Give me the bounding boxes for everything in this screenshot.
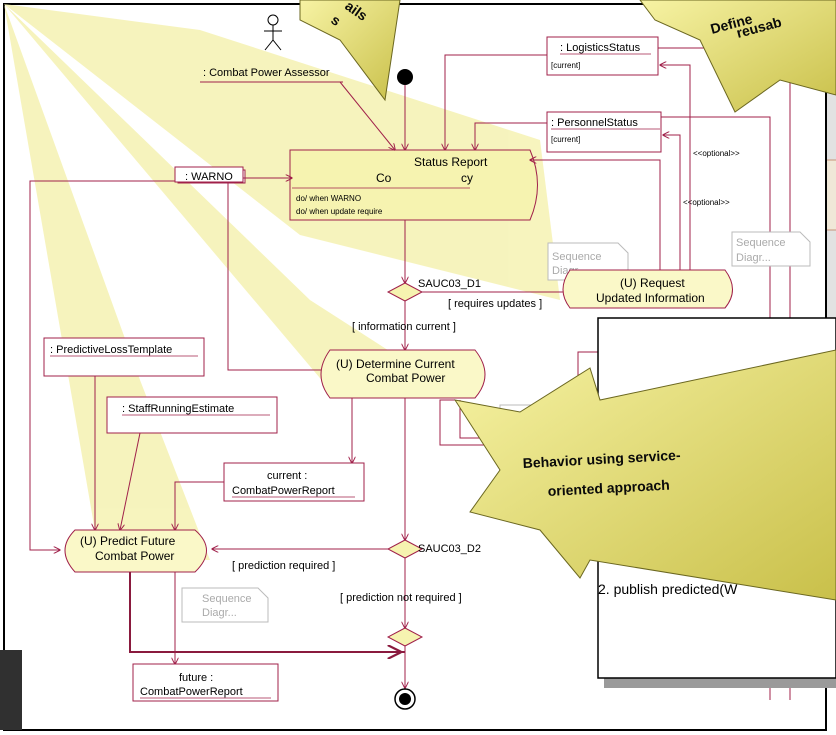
warno-object: : WARNO <box>174 166 246 184</box>
callout-top-left: ails s <box>299 0 401 102</box>
status-report-activity: Status Report Co cy do/ when WARNO do/ w… <box>292 155 488 216</box>
decision-d2-label: SAUC03_D2 <box>418 543 481 555</box>
sequence-note-2-line1: Sequence <box>736 237 786 249</box>
staff-running-estimate-name: : StaffRunningEstimate <box>122 403 234 415</box>
future-report-line2: CombatPowerReport <box>140 686 243 698</box>
flow-warno-to-predict <box>29 180 175 550</box>
request-info-activity: (U) Request Updated Information <box>562 269 733 309</box>
status-report-title-line2: Co <box>376 171 392 185</box>
flow-logistics-to-status <box>445 54 547 150</box>
guard-information-current: [ information current ] <box>352 321 456 333</box>
flow-request-to-personnel <box>663 135 681 270</box>
request-info-line2: Updated Information <box>596 291 705 305</box>
request-info-line1: (U) Request <box>620 276 685 290</box>
guard-requires-updates: [ requires updates ] <box>448 298 542 310</box>
actor-combat-power-assessor: : Combat Power Assessor <box>200 14 343 83</box>
optional-stereotype-1: <<optional>> <box>693 149 740 158</box>
flow-actor-to-status <box>339 81 395 150</box>
status-report-highlight <box>289 149 538 221</box>
callout-top-right: Define reusab <box>639 0 836 113</box>
status-report-do1: do/ when WARNO <box>296 194 361 203</box>
sequence-note-2-line2: Diagr... <box>736 252 771 264</box>
sequence-note-3-line2: Diagr... <box>202 607 237 619</box>
flow-request-back-to-status <box>530 160 661 270</box>
guard-prediction-not-required: [ prediction not required ] <box>340 592 462 604</box>
callout-center: Behavior using service- oriented approac… <box>453 349 836 601</box>
sequence-note-2: Sequence Diagr... <box>731 231 811 267</box>
optional-stereotype-2: <<optional>> <box>683 198 730 207</box>
flow-current-report-to-predict <box>175 481 224 530</box>
flow-warno-to-determine <box>227 183 330 370</box>
determine-power-line1: (U) Determine Current <box>336 357 455 371</box>
logistics-status-object: : LogisticsStatus [current] <box>546 36 659 76</box>
current-report-line1: current : <box>267 470 307 482</box>
sequence-note-1-line1: Sequence <box>552 251 602 263</box>
highlight-fan <box>4 4 560 560</box>
logistics-status-name: : LogisticsStatus <box>560 42 641 54</box>
predict-power-line1: (U) Predict Future <box>80 534 176 548</box>
determine-power-line2: Combat Power <box>366 371 445 385</box>
overlay-text: 2. publish predicted(W <box>598 581 738 597</box>
personnel-status-object: : PersonnelStatus [current] <box>546 111 662 153</box>
status-report-do2: do/ when update require <box>296 207 383 216</box>
personnel-status-state: [current] <box>551 135 580 144</box>
predict-power-activity: (U) Predict Future Combat Power <box>64 529 207 573</box>
personnel-status-name: : PersonnelStatus <box>551 117 638 129</box>
staff-running-estimate-object: : StaffRunningEstimate <box>106 396 278 434</box>
current-combat-power-report-object: current : CombatPowerReport <box>223 462 365 502</box>
initial-node <box>397 69 413 85</box>
future-combat-power-report-object: future : CombatPowerReport <box>132 663 279 702</box>
flow-estimate-to-predict <box>120 432 141 530</box>
flow-personnel-to-status <box>475 122 547 150</box>
status-report-title-line2b: cy <box>461 171 473 185</box>
final-node <box>394 688 416 710</box>
current-report-line2: CombatPowerReport <box>232 485 335 497</box>
status-report-title: Status Report <box>414 155 488 169</box>
sequence-note-3-line1: Sequence <box>202 593 252 605</box>
predictive-loss-template-object: : PredictiveLossTemplate <box>43 337 205 377</box>
warno-name: : WARNO <box>185 171 233 183</box>
guard-prediction-required: [ prediction required ] <box>232 560 335 572</box>
flow-request-to-logistics <box>660 65 691 270</box>
predict-power-line2: Combat Power <box>95 549 174 563</box>
decision-d1-label: SAUC03_D1 <box>418 278 481 290</box>
sequence-note-3: Sequence Diagr... <box>181 587 269 623</box>
predictive-loss-template-name: : PredictiveLossTemplate <box>50 344 172 356</box>
callout-center-line2: oriented approach <box>547 477 670 499</box>
future-report-line1: future : <box>179 672 213 684</box>
logistics-status-state: [current] <box>551 61 580 70</box>
corner-artifact <box>0 650 22 730</box>
determine-power-activity: (U) Determine Current Combat Power <box>320 349 486 399</box>
actor-label: : Combat Power Assessor <box>203 67 330 79</box>
